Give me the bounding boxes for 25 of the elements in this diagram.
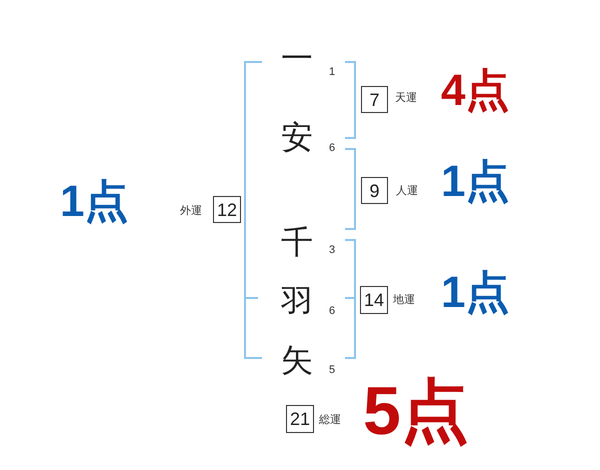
stroke-count: 6 [329,143,336,154]
points-text: 1点 [441,160,510,204]
fortune-number-box: 21 [286,405,314,433]
name-character: 矢 [281,344,313,376]
fortune-number-box: 12 [213,196,241,223]
name-character: 安 [281,121,313,153]
stroke-count: 6 [329,306,336,317]
stroke-count: 5 [329,365,336,376]
fortune-label: 地運 [393,295,415,306]
stroke-count: 3 [329,245,336,256]
fortune-label: 外運 [180,206,202,217]
points-text: 5点 [363,377,469,445]
points-text: 4点 [441,69,510,113]
fortune-label: 天運 [395,93,417,104]
points-text: 1点 [60,180,128,224]
name-character: 一 [281,42,313,74]
stroke-count: 1 [329,67,336,78]
name-character: 千 [281,226,313,258]
fortune-label: 人運 [396,186,418,197]
name-character: 羽 [281,285,313,317]
points-text: 1点 [441,271,510,315]
fortune-number-box: 7 [361,86,388,113]
fortune-number-box: 9 [361,177,388,204]
fortune-number-box: 14 [360,286,388,314]
fortune-label: 総運 [319,415,341,426]
